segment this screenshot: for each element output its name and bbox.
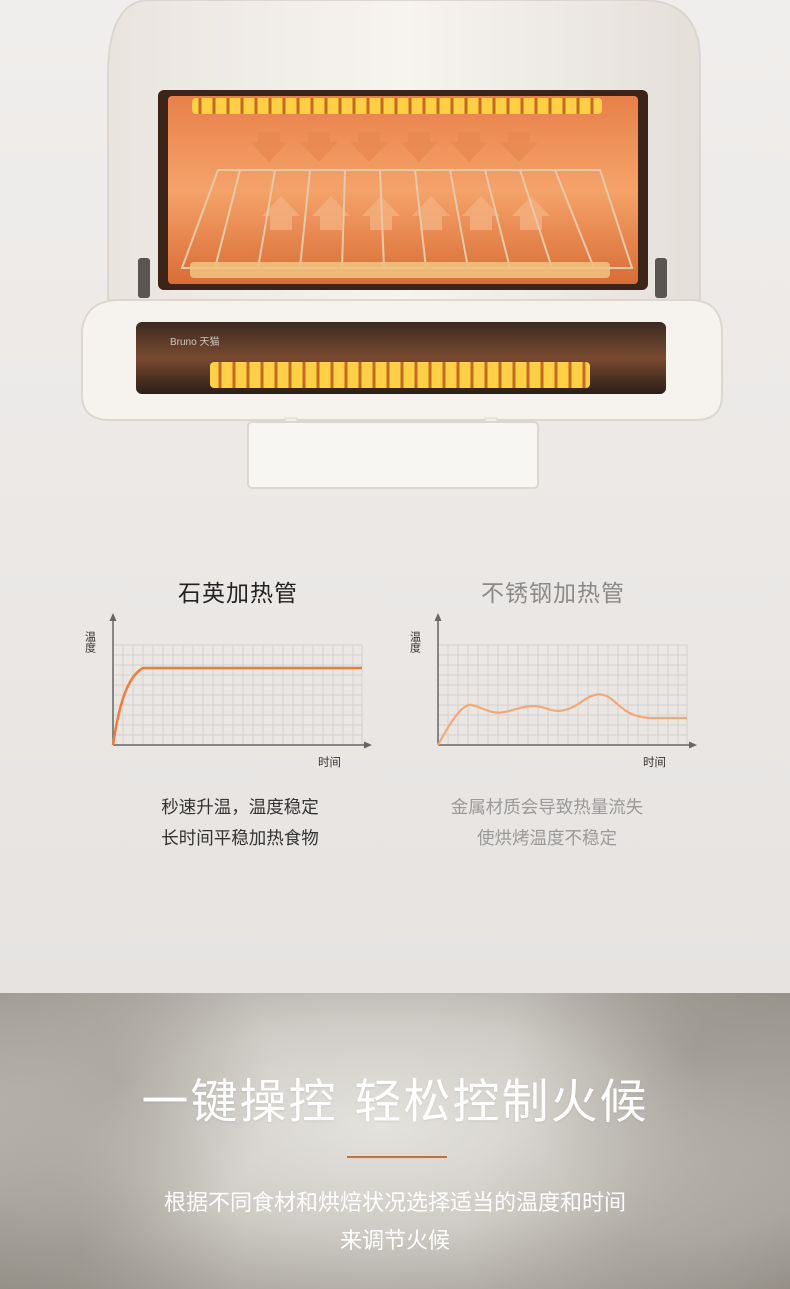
caption-line: 秒速升温，温度稳定 (161, 798, 319, 818)
steel-heater-title: 不锈钢加热管 (481, 581, 625, 607)
brand-mark: Bruno 天猫 (170, 335, 219, 348)
subtitle-line: 来调节火候 (339, 1229, 450, 1254)
accent-divider (347, 1156, 447, 1158)
top-heating-element (192, 98, 602, 114)
chart-grid (113, 644, 363, 745)
steel-temperature-chart: 温度 时间 (410, 613, 697, 769)
wire-rack (180, 169, 634, 269)
y-axis-label: 温度 (85, 631, 97, 654)
quartz-temperature-chart: 温度 时间 (85, 613, 372, 769)
steel-caption: 金属材质会导致热量流失 使烘烤温度不稳定 (382, 793, 712, 855)
caption-line: 长时间平稳加热食物 (161, 829, 319, 849)
caption-line: 使烘烤温度不稳定 (477, 829, 617, 849)
door-heating-element (210, 362, 590, 388)
chart-axes (434, 613, 697, 749)
caption-line: 金属材质会导致热量流失 (450, 798, 644, 818)
quartz-caption: 秒速升温，温度稳定 长时间平稳加热食物 (75, 793, 405, 855)
chart-grid (438, 644, 688, 745)
x-axis-label: 时间 (643, 755, 666, 769)
quartz-heater-title: 石英加热管 (178, 581, 298, 607)
subtitle-line: 根据不同食材和烘焙状况选择适当的温度和时间 (163, 1191, 626, 1216)
door-handle (247, 421, 539, 489)
feature-banner: 一键操控 轻松控制火候 根据不同食材和烘焙状况选择适当的温度和时间 来调节火候 (0, 993, 790, 1289)
chart-axes (109, 613, 372, 749)
x-axis-label: 时间 (318, 755, 341, 769)
y-axis-label: 温度 (410, 631, 422, 654)
steel-temperature-curve (437, 693, 687, 746)
heat-arrows-up (262, 196, 550, 230)
quartz-temperature-curve (111, 666, 362, 746)
oven-image: Bruno 天猫 (81, 0, 723, 489)
feature-subtitle: 根据不同食材和烘焙状况选择适当的温度和时间 来调节火候 (0, 1185, 790, 1261)
comparison-section: Bruno 天猫 石英加热管 不锈钢加热管 (0, 0, 790, 993)
feature-headline: 一键操控 轻松控制火候 (141, 1075, 649, 1130)
heat-arrows-down (250, 132, 538, 162)
